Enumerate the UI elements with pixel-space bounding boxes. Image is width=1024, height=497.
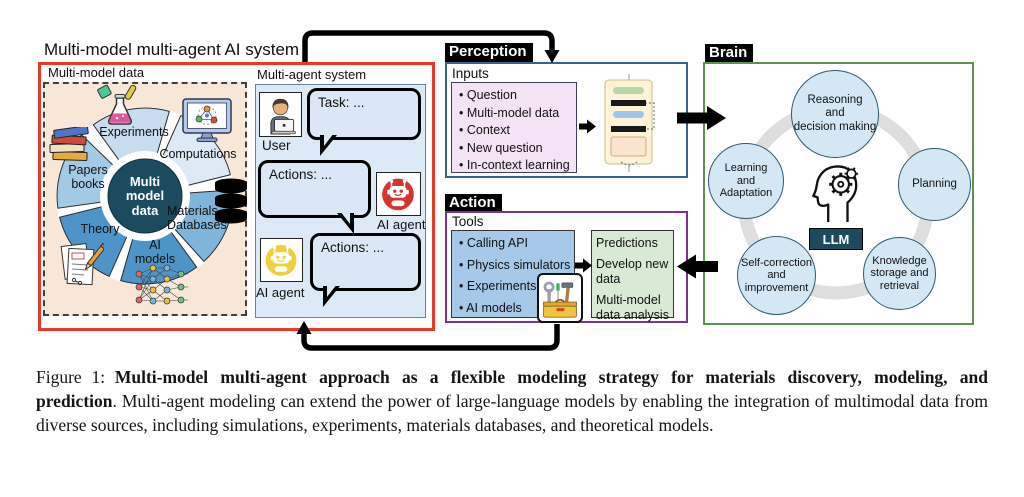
inputs-label: Inputs: [452, 66, 489, 81]
output-item: Develop new data: [596, 257, 669, 286]
segment-label-papers-books: Papers books: [68, 163, 108, 191]
list-item: Multi-model data: [457, 106, 574, 120]
segment-label-computations: Computations: [159, 147, 237, 161]
caption-bold-title: Multi-model multi-agent approach as a fl…: [36, 367, 988, 411]
computations-icon: [182, 98, 232, 142]
brain-circle-self-correction: Self-correction and improvement: [737, 236, 816, 315]
bubble-tail-fill: [340, 211, 350, 224]
brain-circle-reasoning: Reasoning and decision making: [791, 70, 879, 158]
list-item: Experiments: [457, 279, 572, 293]
list-item: New question: [457, 141, 574, 155]
agent2-bubble-text: Actions: ...: [321, 240, 385, 255]
figure-caption: Figure 1: Multi-model multi-agent approa…: [36, 365, 988, 437]
list-item: Context: [457, 123, 574, 137]
output-item: Multi-model data analysis: [596, 293, 669, 322]
pie-center-circle: [107, 158, 183, 234]
caption-figure-label: Figure 1:: [36, 367, 115, 387]
action-outputs-box: Predictions Develop new data Multi-model…: [591, 230, 674, 322]
output-item: Predictions: [596, 236, 658, 250]
user-label: User: [262, 138, 291, 153]
segment-label-theory: Theory: [80, 222, 120, 236]
agent2-actions-bubble: Actions: ...: [310, 233, 421, 307]
multi-agent-label: Multi-agent system: [257, 67, 367, 82]
tools-list: Calling API Physics simulators Experimen…: [457, 236, 572, 315]
user-icon: [259, 92, 302, 137]
experiments-icon: [97, 84, 137, 125]
list-item: Question: [457, 88, 574, 102]
brain-circle-knowledge: Knowledge storage and retrieval: [863, 237, 936, 310]
list-item: Calling API: [457, 236, 572, 250]
segment-label-materials: Materials Databases: [167, 204, 227, 232]
brain-chip: Brain: [705, 44, 754, 64]
bubble-tail-fill: [324, 133, 334, 146]
perception-chip: Perception: [445, 43, 533, 63]
ai-models-icon: [135, 264, 188, 305]
caption-body: . Multi-agent modeling can extend the po…: [36, 391, 988, 435]
llm-badge: LLM: [809, 228, 863, 250]
brain-circle-learning: Learning and Adaptation: [708, 143, 784, 219]
inputs-list: Question Multi-model data Context New qu…: [457, 88, 574, 172]
list-item: In-context learning: [457, 158, 574, 172]
transformer-icon: [604, 74, 655, 172]
agent1-actions-bubble: Actions: ...: [258, 160, 371, 234]
segment-label-experiments: Experiments: [99, 125, 169, 139]
segment-label-ai-models: AI models: [134, 238, 176, 266]
list-item: AI models: [457, 301, 572, 315]
task-bubble-text: Task: ...: [318, 95, 365, 110]
llm-head-gear-icon: [812, 165, 859, 222]
multi-model-data-label: Multi-model data: [48, 65, 145, 80]
list-item: Physics simulators: [457, 258, 572, 272]
ai-agent-red-icon: [376, 172, 421, 216]
books-icon: [49, 127, 89, 162]
toolbox-icon: [537, 273, 583, 323]
databases-icon: [215, 178, 247, 224]
diagram-title: Multi-model multi-agent AI system: [44, 40, 300, 59]
ai-agent-red-label: AI agent: [377, 217, 426, 232]
ai-agent-yellow-label: AI agent: [256, 285, 305, 300]
agent1-bubble-text: Actions: ...: [269, 167, 333, 182]
tools-label: Tools: [452, 214, 484, 229]
action-chip: Action: [445, 194, 502, 214]
pie-center-label: Multi model data: [125, 174, 165, 218]
system-frame: [38, 62, 435, 331]
bubble-tail-fill: [327, 284, 337, 297]
inputs-box: Question Multi-model data Context New qu…: [451, 82, 577, 173]
brain-circle-planning: Planning: [898, 148, 971, 221]
ai-agent-yellow-icon: [260, 238, 303, 282]
theory-icon: [60, 242, 104, 286]
task-bubble: Task: ...: [307, 88, 421, 156]
